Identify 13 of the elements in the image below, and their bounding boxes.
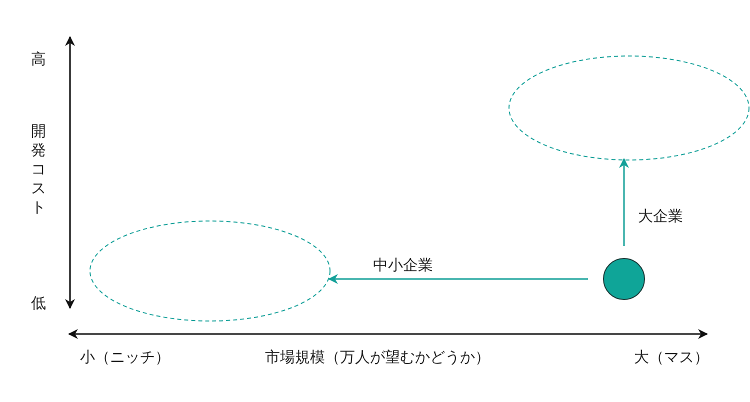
filled-circle [602,257,646,301]
edge-label: 中小企業 [371,257,435,274]
axis-label: 小（ニッチ） [80,350,170,365]
arrow [328,274,588,284]
axis-label: 大（マス） [634,350,709,365]
axis-label: 低 [31,296,46,311]
dashed-ellipse [89,220,331,322]
axis-title: 市場規模（万人が望むかどうか） [265,350,490,365]
dashed-ellipse [508,55,750,161]
axis-label: 高 [31,52,46,67]
arrow [619,158,629,246]
edge-label: 大企業 [636,208,685,224]
axis-title: 開発コスト [31,122,47,217]
